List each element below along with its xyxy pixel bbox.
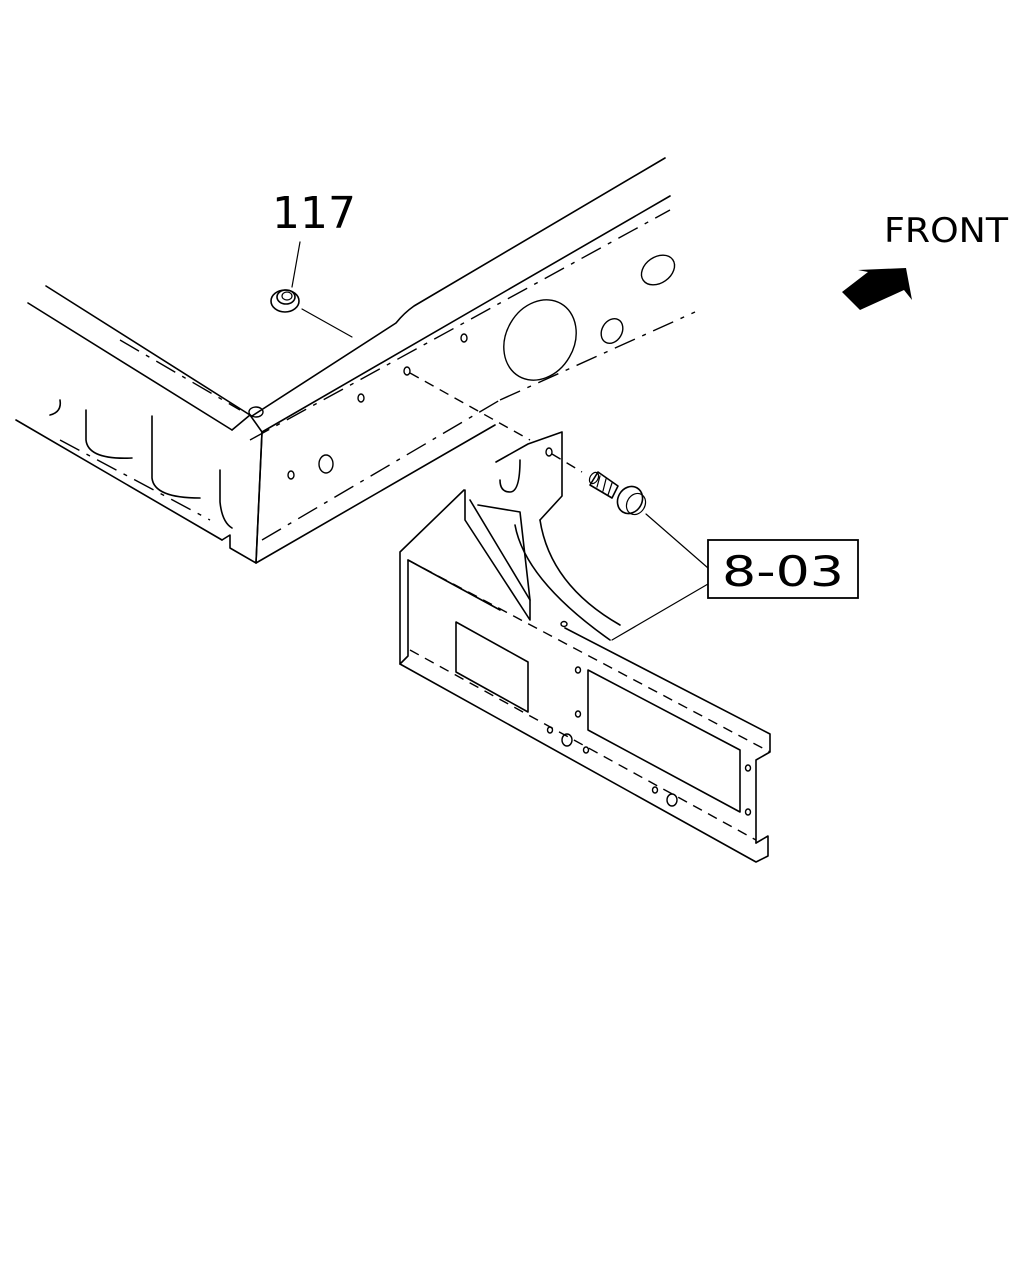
nut-117 — [270, 241, 353, 338]
front-arrow-icon — [842, 268, 912, 310]
bracket-assembly — [399, 372, 771, 863]
bolt — [588, 471, 709, 641]
reference-callout: 8-03 — [707, 539, 859, 599]
reference-label: 8-03 — [722, 547, 844, 596]
part-number-117: 117 — [272, 188, 356, 239]
frame-rail — [15, 157, 696, 564]
front-label: FRONT — [884, 211, 1008, 251]
